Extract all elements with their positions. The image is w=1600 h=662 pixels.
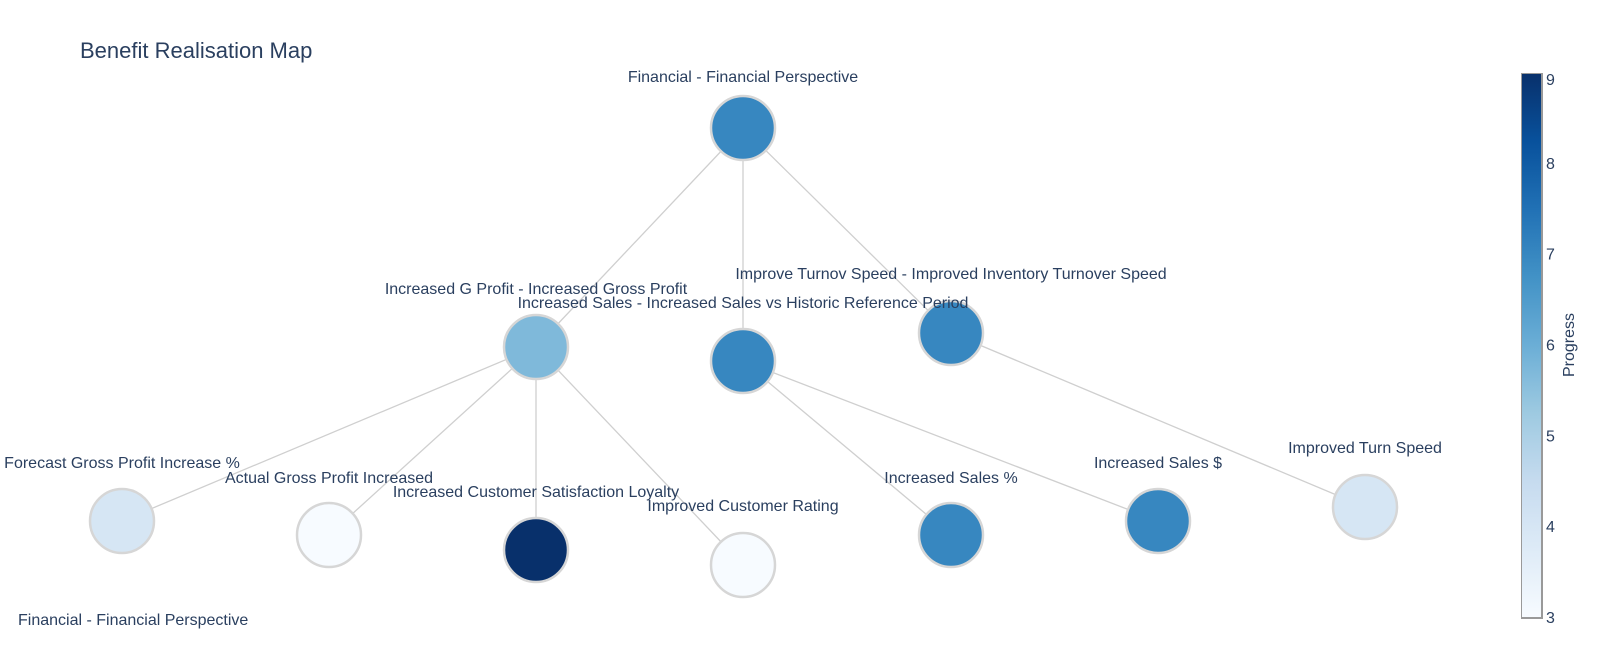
edge-sales-susd [742,360,1159,522]
node-label-its: Improved Turn Speed [1288,440,1442,457]
node-label-sales: Increased Sales - Increased Sales vs His… [518,295,969,312]
node-csl[interactable] [502,516,570,584]
progress-colorbar: 3 4 5 6 7 8 9 Progress [1521,73,1578,623]
node-sales[interactable] [709,327,777,395]
node-label-csl: Increased Customer Satisfaction Loyalty [393,484,679,501]
colorbar-ticks: 3 4 5 6 7 8 9 [1546,73,1555,623]
node-label-turnov: Improve Turnov Speed - Improved Inventor… [735,266,1166,283]
colorbar-tick-label: 6 [1546,338,1555,355]
colorbar-tick-label: 8 [1546,156,1555,173]
edge-root-turnov [742,127,952,334]
node-its[interactable] [1331,473,1399,541]
node-fgpi[interactable] [88,487,156,555]
node-gprofit[interactable] [502,313,570,381]
colorbar-tick-label: 4 [1546,519,1555,536]
node-label-fgpi: Forecast Gross Profit Increase % [4,455,240,472]
node-spct[interactable] [917,501,985,569]
colorbar-gradient [1521,73,1543,619]
edge-layer [121,127,1366,566]
edge-gprofit-agpi [328,346,537,536]
edge-root-gprofit [535,127,744,348]
label-layer: Financial - Financial PerspectiveIncreas… [4,69,1442,515]
node-icr[interactable] [709,531,777,599]
node-label-susd: Increased Sales $ [1094,455,1222,472]
node-layer [88,94,1399,599]
colorbar-tick-label: 9 [1546,73,1555,89]
node-root[interactable] [709,94,777,162]
edge-sales-spct [742,360,952,536]
edge-gprofit-icr [535,346,744,566]
node-label-spct: Increased Sales % [884,470,1017,487]
colorbar-tick-label: 3 [1546,610,1555,623]
colorbar-tick-label: 5 [1546,428,1555,445]
node-agpi[interactable] [295,501,363,569]
edge-gprofit-fgpi [121,346,537,522]
chart-title: Benefit Realisation Map [80,38,313,63]
node-label-agpi: Actual Gross Profit Increased [225,470,433,487]
node-turnov[interactable] [917,299,985,367]
colorbar-tick-label: 7 [1546,247,1555,264]
edge-turnov-its [950,332,1366,508]
footer-label: Financial - Financial Perspective [18,612,249,629]
node-susd[interactable] [1124,487,1192,555]
node-label-gprofit: Increased G Profit - Increased Gross Pro… [385,281,688,298]
colorbar-title: Progress [1561,313,1578,377]
node-label-icr: Improved Customer Rating [647,498,838,515]
node-label-root: Financial - Financial Perspective [628,69,858,86]
